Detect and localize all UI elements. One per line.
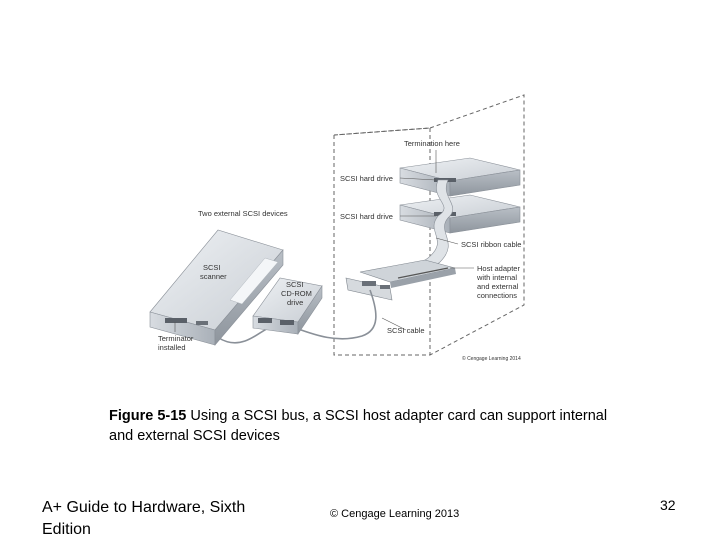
- label-scsi-hard-drive-1: SCSI hard drive: [340, 174, 393, 183]
- host-adapter-card: [345, 259, 456, 301]
- scsi-hard-drive-1: [399, 157, 521, 197]
- label-host-adapter: Host adapter with internal and external …: [476, 264, 522, 300]
- label-scsi-hard-drive-2: SCSI hard drive: [340, 212, 393, 221]
- label-cdrom: SCSI CD-ROM drive: [281, 280, 314, 307]
- label-two-external-devices: Two external SCSI devices: [198, 209, 288, 218]
- label-scsi-cable: SCSI cable: [387, 326, 425, 335]
- scsi-scanner: [149, 229, 284, 346]
- label-termination-here: Termination here: [404, 139, 460, 148]
- label-scanner: SCSI scanner: [200, 263, 227, 281]
- label-terminator-installed: Terminator installed: [158, 334, 196, 352]
- scsi-cdrom-drive: [252, 277, 323, 335]
- scsi-bus-diagram: Termination here SCSI hard drive SCSI ha…: [149, 94, 525, 362]
- image-credit: © Cengage Learning 2014: [462, 355, 521, 362]
- caption-text: Using a SCSI bus, a SCSI host adapter ca…: [109, 408, 608, 444]
- page-number: 32: [660, 497, 676, 513]
- leader-lines: [174, 150, 474, 332]
- figure-label: Figure 5-15: [109, 408, 187, 424]
- scsi-hard-drive-2: [399, 194, 521, 234]
- figure-caption: Figure 5-15 Using a SCSI bus, a SCSI hos…: [109, 406, 629, 446]
- footer-copyright: © Cengage Learning 2013: [330, 508, 460, 520]
- footer-book-title: A+ Guide to Hardware, Sixth Edition: [42, 499, 246, 538]
- label-scsi-ribbon-cable: SCSI ribbon cable: [461, 240, 521, 249]
